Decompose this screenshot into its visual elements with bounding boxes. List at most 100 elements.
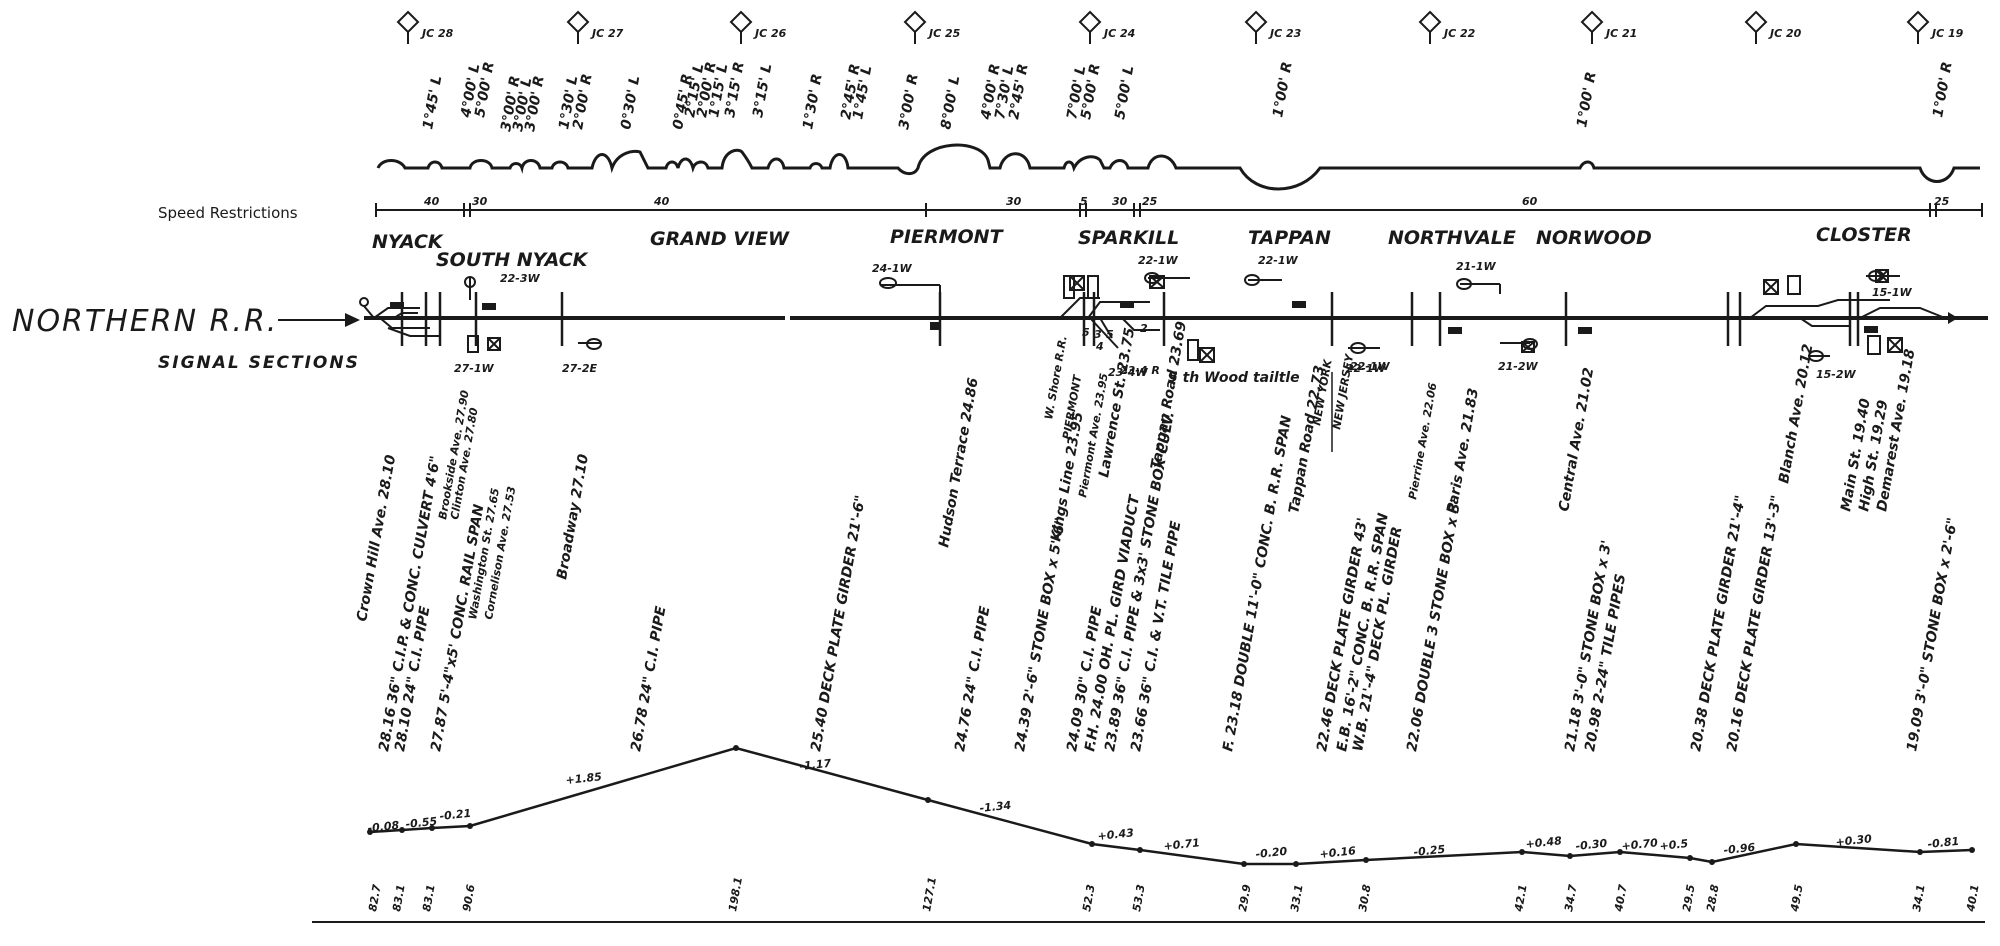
profile-point: [1617, 849, 1623, 855]
marker-label: JC 25: [927, 27, 961, 40]
elevation-value: 29.5: [1680, 883, 1698, 912]
signal-id: 21-1W: [1456, 260, 1497, 273]
switch-note: 5 th Wood tailtle: [1168, 370, 1300, 386]
signal-id: 15-1W: [1872, 286, 1913, 299]
marker-label: JC 26: [753, 27, 787, 40]
marker-diamond-icon: [1244, 10, 1268, 44]
grade-labels: -0.08-0.55-0.21+1.85-1.17-1.34+0.43+0.71…: [367, 757, 1960, 861]
profile-point: [399, 827, 405, 833]
marker-diamond-icon: [396, 10, 420, 44]
marker-diamond-icon: [1418, 10, 1442, 44]
elevation-value: 49.5: [1788, 883, 1806, 913]
speed-value: 30: [472, 195, 488, 208]
grade-value: -1.34: [979, 799, 1012, 815]
elevation-value: 198.1: [726, 876, 745, 913]
profile-point: [1687, 855, 1693, 861]
marker-label: JC 24: [1102, 27, 1135, 40]
station-name: SOUTH NYACK: [436, 249, 589, 271]
marker-diamond-icon: [1906, 10, 1930, 44]
marker-label: JC 28: [420, 27, 454, 40]
grade-value: -1.17: [799, 757, 832, 773]
grade-value: -0.21: [439, 807, 472, 823]
speed-value: 5: [1080, 195, 1088, 208]
switch-note: 5: [1082, 326, 1090, 339]
alignment-profile: [376, 143, 1980, 191]
grade-value: +0.71: [1163, 836, 1201, 853]
signal-id: 27-1W: [454, 362, 495, 375]
marker-diamond-icon: [1580, 10, 1604, 44]
profile-point: [1089, 841, 1095, 847]
signal-id: 22-3W: [500, 272, 541, 285]
elevation-value: 29.9: [1236, 883, 1254, 912]
station-name: NORWOOD: [1536, 227, 1652, 249]
section-breaks: [400, 292, 1860, 346]
profile-point: [1793, 841, 1799, 847]
grade-profile-points: [367, 745, 1975, 867]
profile-point: [733, 745, 739, 751]
relay-case-icon: [1578, 327, 1592, 334]
structure-label: 22.06 DOUBLE 3 STONE BOX x 3': [1404, 498, 1464, 753]
grade-value: +0.70: [1621, 836, 1659, 853]
elevation-value: 40.7: [1612, 883, 1630, 913]
signal-id: 24-1W: [872, 262, 913, 275]
grade-value: +1.85: [565, 770, 603, 787]
structure-label: 24.39 2'-6" STONE BOX x 5'-6": [1012, 516, 1069, 752]
profile-point: [467, 823, 473, 829]
elevation-value: 53.3: [1130, 883, 1148, 912]
curve-label: 3°00' R: [896, 73, 922, 131]
station-name: CLOSTER: [1816, 224, 1912, 246]
marker-label: JC 20: [1768, 27, 1802, 40]
relay-case-icon: [1448, 327, 1462, 334]
marker-label: JC 23: [1268, 27, 1302, 40]
grade-value: -0.96: [1723, 841, 1756, 857]
station-name: NORTHVALE: [1388, 227, 1516, 249]
milepost-label: Crown Hill Ave. 28.10: [354, 454, 399, 623]
curve-label: 3°15' L: [750, 62, 775, 118]
milepost-label: Paris Ave. 21.83: [1444, 387, 1482, 515]
signal-id: 27-2E: [562, 362, 598, 375]
grade-value: +0.5: [1659, 837, 1689, 853]
curve-label: 8°00' L: [938, 74, 963, 130]
speed-value: 30: [1006, 195, 1022, 208]
signal-id: 15-2W: [1816, 368, 1857, 381]
speed-value: 40: [653, 195, 670, 208]
grade-value: +0.48: [1525, 834, 1563, 851]
signal-equipment: [390, 269, 1903, 363]
elevation-value: 127.1: [920, 876, 939, 913]
main-track: [359, 297, 1988, 349]
switch-note: NEW JERSEY: [1330, 352, 1356, 430]
station-name: PIERMONT: [890, 226, 1005, 248]
elevation-value: 28.8: [1704, 883, 1722, 912]
elevation-value: 42.1: [1512, 884, 1530, 914]
profile-point: [1567, 853, 1573, 859]
structure-labels: 28.16 36" C.I.P. & CONC. CULVERT 4'6"28.…: [376, 410, 1961, 752]
railroad-title: NORTHERN R.R.: [12, 304, 278, 339]
marker-diamond-icon: [566, 10, 590, 44]
speed-restrictions-label: Speed Restrictions: [158, 204, 298, 222]
curve-label: 5°00' L: [1112, 64, 1137, 120]
relay-case-icon: [1292, 301, 1306, 308]
structure-label: 19.09 3'-0" STONE BOX x 2'-6": [1904, 516, 1961, 752]
grade-value: -0.81: [1927, 835, 1960, 851]
elevation-value: 34.1: [1910, 884, 1928, 913]
switch-note: 5: [1106, 328, 1114, 341]
marker-diamond-icon: [903, 10, 927, 44]
marker-diamond-icon: [1744, 10, 1768, 44]
profile-point: [1709, 859, 1715, 865]
structure-label: 25.40 DECK PLATE GIRDER 21'-6": [808, 494, 869, 753]
grade-value: -0.55: [405, 815, 438, 831]
profile-point: [1917, 849, 1923, 855]
speed-value: 60: [1522, 195, 1538, 208]
curve-label: 1°00' R: [1930, 61, 1956, 119]
elevation-value: 34.7: [1562, 883, 1580, 912]
milepost-label: Central Ave. 21.02: [1556, 367, 1597, 513]
milepost-label: Blanch Ave. 20.12: [1776, 343, 1816, 485]
signal-icon: [464, 270, 1900, 362]
station-name: TAPPAN: [1248, 227, 1331, 249]
elevation-value: 90.6: [460, 883, 478, 912]
switch-note: 22-1W: [1346, 362, 1387, 375]
